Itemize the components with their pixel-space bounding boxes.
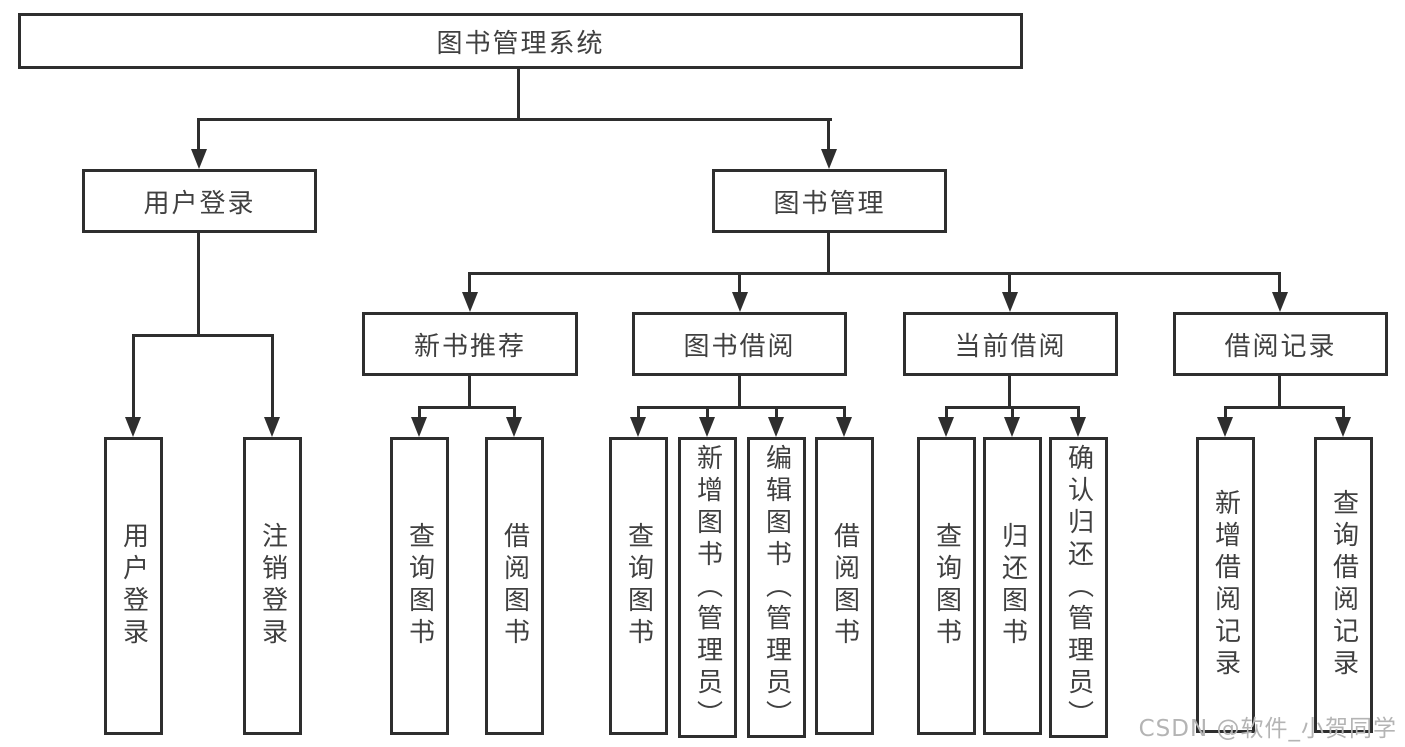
node-book-management-label: 图书管理: [773, 188, 886, 219]
leaf-borrow-query-books: 查询图书: [609, 437, 668, 735]
node-borrow-records-label: 借阅记录: [1224, 331, 1337, 362]
connector-recommend-stem: [468, 376, 471, 408]
node-user-login-label: 用户登录: [143, 188, 256, 219]
leaf-add-borrow-record-label: 新增借阅记录: [1210, 489, 1241, 681]
arrow-current-borrow-leaf3: [1070, 417, 1086, 437]
leaf-confirm-return-admin: 确认归还（管理员）: [1049, 437, 1108, 738]
connector-book-borrow-bus: [637, 406, 846, 409]
node-book-management: 图书管理: [712, 169, 947, 233]
arrow-current-borrow-leaf2: [1004, 417, 1020, 437]
node-book-borrow-label: 图书借阅: [683, 331, 796, 362]
leaf-user-login-label: 用户登录: [118, 522, 149, 650]
leaf-return-books: 归还图书: [983, 437, 1042, 735]
arrow-recommend-leaf2: [506, 417, 522, 437]
leaf-logout-label: 注销登录: [257, 522, 288, 650]
connector-book-borrow-leaf3-drop: [775, 406, 778, 419]
node-new-book-recommend-label: 新书推荐: [413, 331, 526, 362]
connector-borrow-records-drop: [1278, 272, 1281, 294]
leaf-confirm-return-admin-label: 确认归还（管理员）: [1063, 443, 1094, 732]
leaf-return-books-label: 归还图书: [997, 522, 1028, 650]
connector-current-borrow-leaf3-drop: [1077, 406, 1080, 419]
connector-book-borrow-drop: [738, 272, 741, 294]
arrow-current-borrow-leaf1: [938, 417, 954, 437]
connector-current-borrow-leaf2-drop: [1011, 406, 1014, 419]
leaf-add-books-admin-label: 新增图书（管理员）: [692, 443, 723, 732]
leaf-current-query-books: 查询图书: [917, 437, 976, 735]
arrow-leaf-logout: [264, 417, 280, 437]
arrow-book-mgmt: [821, 149, 837, 169]
arrow-leaf-user-login: [125, 417, 141, 437]
node-root: 图书管理系统: [18, 13, 1023, 69]
connector-recommend-leaf1-drop: [418, 406, 421, 419]
leaf-user-login: 用户登录: [104, 437, 163, 735]
leaf-borrow-query-books-label: 查询图书: [623, 522, 654, 650]
leaf-query-borrow-record: 查询借阅记录: [1314, 437, 1373, 733]
leaf-edit-books-admin-label: 编辑图书（管理员）: [761, 443, 792, 732]
connector-user-login-bus: [132, 334, 274, 337]
connector-book-borrow-leaf1-drop: [637, 406, 640, 419]
connector-recommend-bus: [418, 406, 516, 409]
connector-root-stem: [517, 69, 520, 121]
arrow-recommend: [462, 292, 478, 312]
arrow-book-borrow-leaf2: [699, 417, 715, 437]
connector-recommend-drop: [468, 272, 471, 294]
leaf-query-borrow-record-label: 查询借阅记录: [1328, 489, 1359, 681]
connector-recommend-leaf2-drop: [513, 406, 516, 419]
arrow-borrow-records-leaf2: [1335, 417, 1351, 437]
leaf-recommend-borrow-books-label: 借阅图书: [499, 522, 530, 650]
leaf-add-borrow-record: 新增借阅记录: [1196, 437, 1255, 733]
connector-borrow-records-bus: [1224, 406, 1345, 409]
connector-borrow-records-leaf2-drop: [1342, 406, 1345, 419]
node-user-login: 用户登录: [82, 169, 317, 233]
connector-borrow-records-stem: [1278, 375, 1281, 408]
node-borrow-records: 借阅记录: [1173, 312, 1388, 376]
connector-book-borrow-leaf4-drop: [843, 406, 846, 419]
connector-level2-bus: [197, 118, 832, 121]
node-new-book-recommend: 新书推荐: [362, 312, 578, 376]
leaf-logout: 注销登录: [243, 437, 302, 735]
arrow-current-borrow: [1002, 292, 1018, 312]
connector-book-borrow-stem: [738, 376, 741, 408]
arrow-user-login: [191, 149, 207, 169]
connector-leaf-user-login-drop: [132, 334, 135, 419]
watermark: CSDN @软件_小贺同学: [1138, 716, 1397, 742]
connector-current-borrow-stem: [1008, 376, 1011, 408]
arrow-recommend-leaf1: [411, 417, 427, 437]
arrow-book-borrow-leaf4: [836, 417, 852, 437]
leaf-borrow-books-label: 借阅图书: [829, 522, 860, 650]
arrow-book-borrow-leaf1: [630, 417, 646, 437]
connector-current-borrow-leaf1-drop: [945, 406, 948, 419]
arrow-book-borrow-leaf3: [768, 417, 784, 437]
arrow-book-borrow: [732, 292, 748, 312]
connector-current-borrow-drop: [1008, 272, 1011, 294]
connector-book-mgmt-stem: [827, 233, 830, 275]
arrow-borrow-records-leaf1: [1217, 417, 1233, 437]
leaf-recommend-query-books: 查询图书: [390, 437, 449, 735]
leaf-edit-books-admin: 编辑图书（管理员）: [747, 437, 806, 738]
connector-user-login-drop: [197, 118, 200, 151]
arrow-borrow-records: [1272, 292, 1288, 312]
leaf-add-books-admin: 新增图书（管理员）: [678, 437, 737, 738]
node-book-borrow: 图书借阅: [632, 312, 847, 376]
connector-user-login-stem: [197, 233, 200, 337]
connector-borrow-records-leaf1-drop: [1224, 406, 1227, 419]
connector-leaf-logout-drop: [271, 334, 274, 419]
leaf-borrow-books: 借阅图书: [815, 437, 874, 735]
node-current-borrow: 当前借阅: [903, 312, 1118, 376]
connector-book-mgmt-drop: [827, 118, 830, 151]
connector-book-borrow-leaf2-drop: [706, 406, 709, 419]
leaf-current-query-books-label: 查询图书: [931, 522, 962, 650]
connector-level3-bus: [468, 272, 1281, 275]
leaf-recommend-query-books-label: 查询图书: [404, 522, 435, 650]
leaf-recommend-borrow-books: 借阅图书: [485, 437, 544, 735]
node-current-borrow-label: 当前借阅: [954, 331, 1067, 362]
node-root-label: 图书管理系统: [436, 28, 605, 59]
